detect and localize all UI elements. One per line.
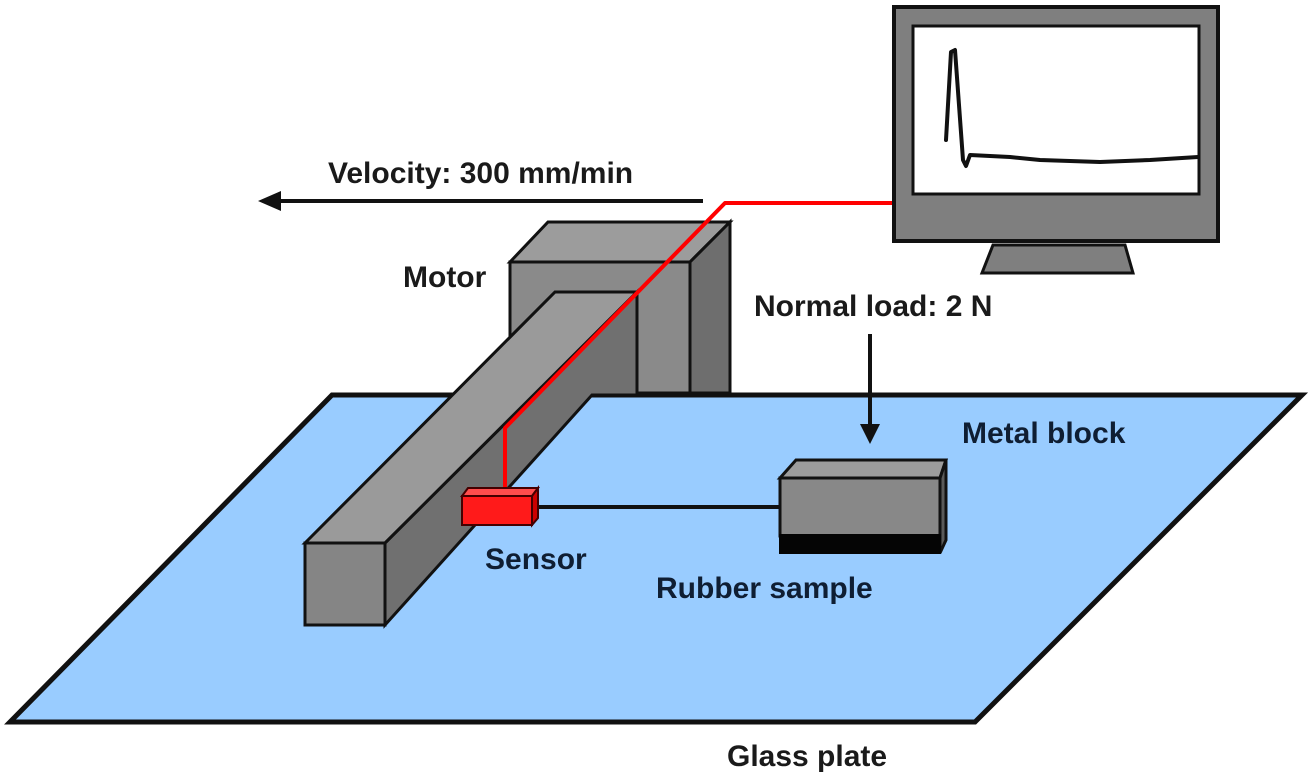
sensor-front-face [461,495,533,526]
sensor-top-face [460,487,540,497]
monitor-stand [979,243,1135,275]
glass-plate-label: Glass plate [727,740,887,773]
motor-label: Motor [403,261,487,294]
monitor-signal-trace [944,48,1200,168]
velocity-arrow [258,191,703,211]
rubber-sample-label: Rubber sample [656,572,873,605]
normal-load-arrow [860,334,880,444]
glass-plate [4,392,1309,725]
normal-load-arrowhead-icon [860,424,880,444]
sensor [460,485,540,528]
signal-wire [503,201,893,492]
velocity-label: Velocity: 300 mm/min [328,157,633,190]
monitor [892,5,1220,275]
velocity-arrowhead-icon [258,191,281,211]
rubber-sample [779,534,941,554]
metal-block [776,458,949,554]
metal-block-label: Metal block [962,417,1126,450]
normal-load-label: Normal load: 2 N [754,290,992,323]
beam-front-face [303,541,387,627]
metal-block-front-face [778,476,942,538]
sensor-label: Sensor [485,543,587,576]
metal-block-top-face [776,458,949,480]
